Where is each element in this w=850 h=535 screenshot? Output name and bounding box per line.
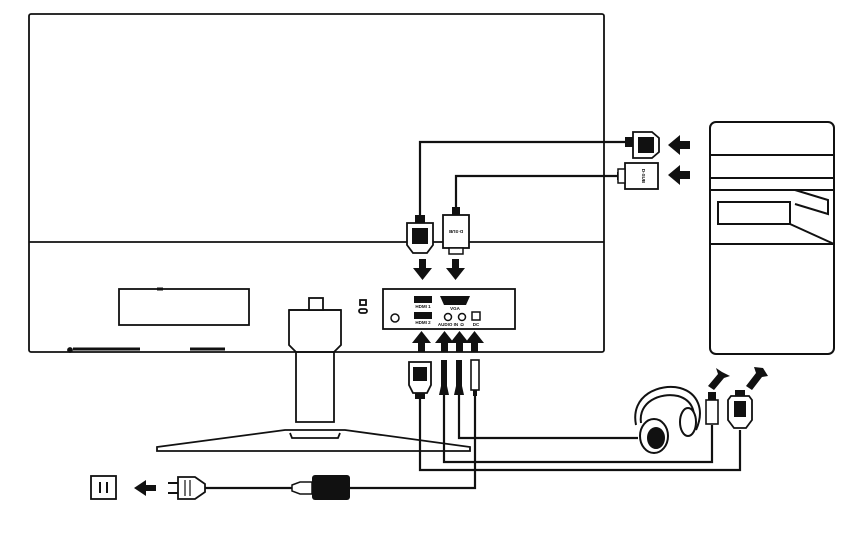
hdmi-port-2-label: HDMI 2 [415, 320, 431, 325]
headphones-icon [634, 386, 701, 454]
io-panel-frame [382, 288, 516, 330]
arrow-left-hdmi [668, 135, 690, 155]
lower-plugs [408, 359, 480, 399]
audio-plug-1 [439, 360, 449, 395]
arrow-up-audio [435, 331, 454, 352]
vga-port [440, 296, 470, 305]
hdmi-plug-lower [408, 361, 432, 399]
pc-side-plugs [705, 390, 753, 429]
stand-neck [295, 352, 335, 423]
hdmi-connector-pc-icon [625, 131, 660, 159]
audio-cable [442, 395, 714, 464]
audio-in-port [443, 312, 453, 322]
headphone-port [457, 312, 467, 322]
hdmi-port-2 [414, 312, 432, 319]
arrow-up-dc [465, 331, 484, 352]
hdmi-port-1 [414, 296, 432, 303]
arrow-diag-audio [708, 368, 730, 390]
power-outlet-icon [90, 475, 117, 500]
stand-mount [288, 309, 342, 353]
audio-jack-icon [705, 392, 719, 425]
arrow-down-hdmi [413, 259, 432, 280]
hdmi-port-1-label: HDMI 1 [415, 304, 431, 309]
video-cables [418, 140, 625, 215]
hdmi-plug-pc-lower [727, 390, 753, 429]
dc-in-label: DC [473, 322, 480, 327]
stand-base [156, 429, 471, 452]
arrow-up-hdmi [412, 331, 431, 352]
power-button-icon [390, 313, 400, 323]
dc-plug [470, 359, 480, 396]
vga-connector-label: D-SUB [448, 229, 463, 234]
hdmi-cable [418, 140, 625, 215]
arrow-diag-hdmi [746, 367, 768, 390]
vga-pc-connector-label: D-SUB [641, 169, 646, 184]
vga-connector-icon: D-SUB [442, 207, 470, 255]
dc-cable [350, 396, 477, 490]
vga-cable [454, 174, 625, 207]
audio-plug-2 [454, 360, 464, 395]
audio-in-label: AUDIO IN [438, 322, 458, 327]
lower-cables [205, 395, 742, 490]
arrow-left-power [134, 480, 156, 496]
power-plug-icon [168, 476, 206, 500]
hdmi-lower-cable [418, 399, 742, 472]
monitor-label-plate [118, 288, 250, 326]
vga-connector-pc-icon: D-SUB [617, 162, 659, 190]
computer-tower-icon [709, 121, 835, 355]
arrow-up-headphone [450, 331, 469, 352]
monitor [28, 13, 605, 452]
lock-slot-icon [359, 299, 367, 306]
headphone-cable [457, 395, 638, 440]
arrow-left-vga [668, 165, 690, 185]
arrows [134, 135, 768, 496]
hdmi-connector-icon [406, 215, 434, 254]
vga-port-label: VGA [450, 306, 461, 311]
headphone-label: Ω [460, 322, 464, 327]
power-adapter-icon [291, 475, 350, 500]
dc-in-port [471, 311, 481, 321]
io-panel: HDMI 1 HDMI 2 VGA AUDIO IN Ω DC [382, 288, 516, 330]
arrow-down-vga [446, 259, 465, 280]
